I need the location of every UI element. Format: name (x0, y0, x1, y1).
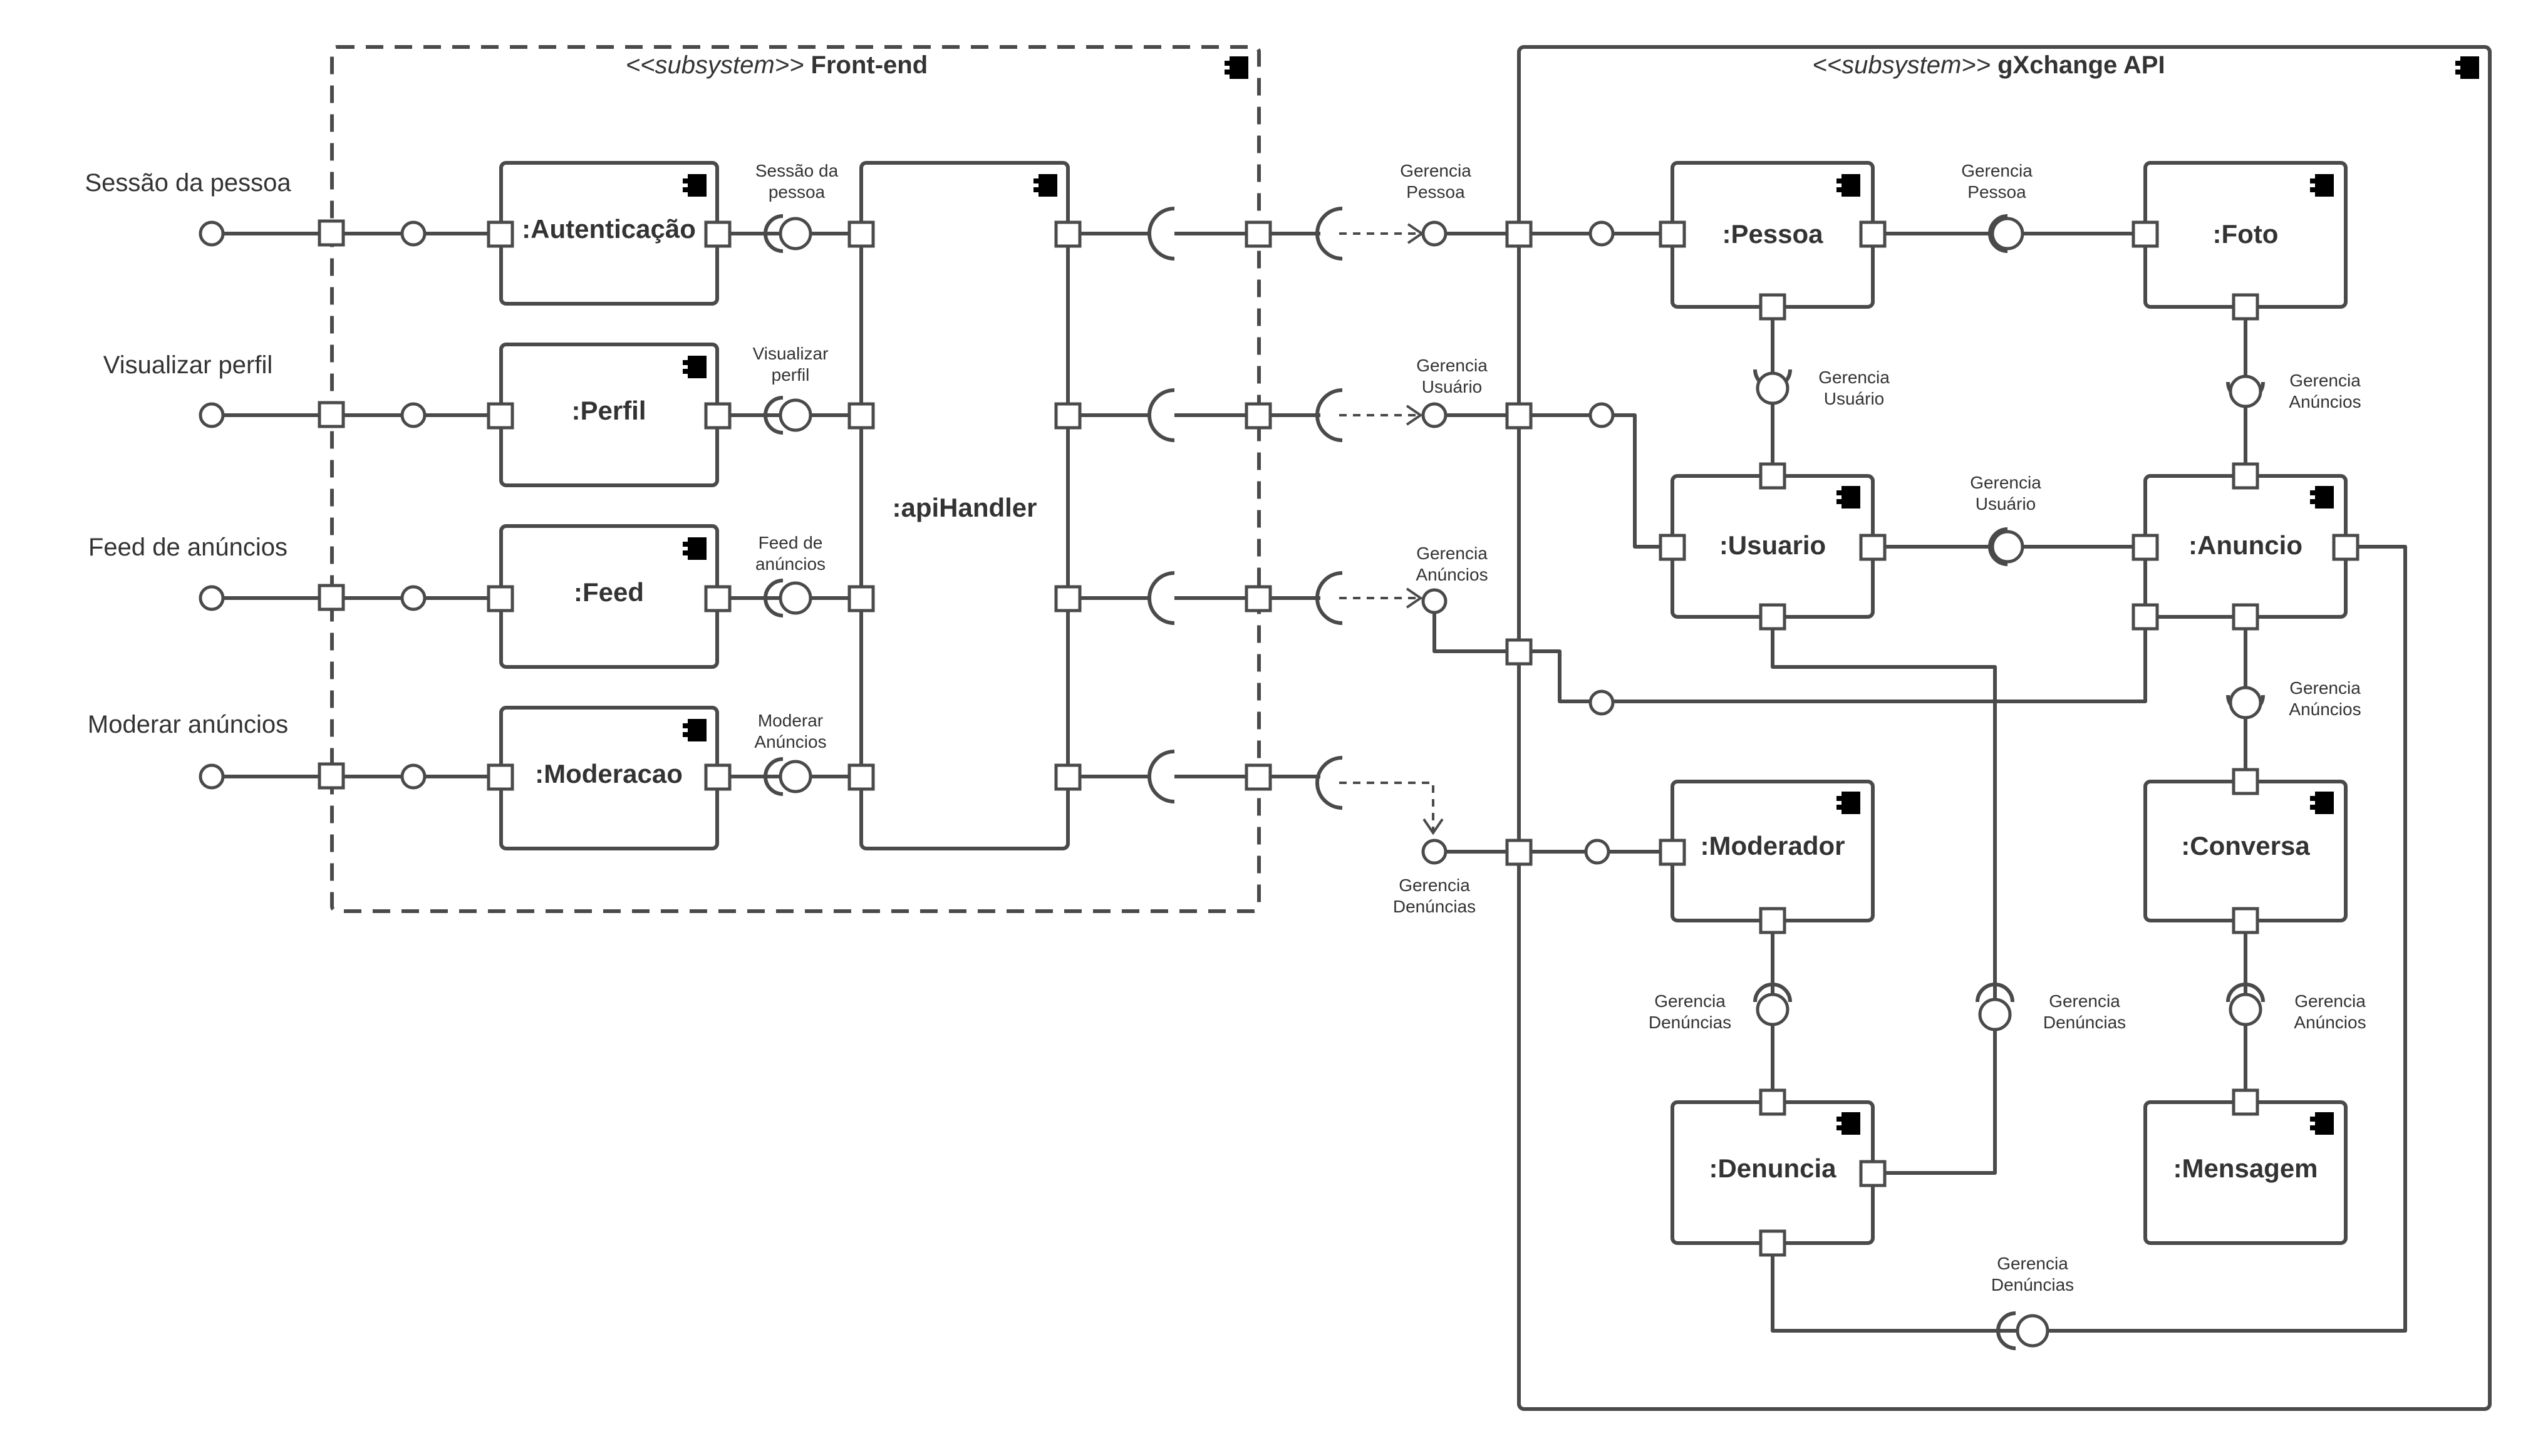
api-title: <<subsystem>> gXchange API (1812, 51, 2165, 79)
action-label-sessao: Sessão da pessoa (85, 169, 291, 197)
frontend-title: <<subsystem>> Front-end (626, 51, 928, 79)
component-name: :Autenticação (522, 214, 696, 244)
component-name: :Foto (2213, 219, 2279, 249)
component-perfil[interactable]: :Perfil (499, 343, 719, 487)
component-name: :Pessoa (1722, 219, 1823, 249)
action-label-moderar: Moderar anúncios (88, 711, 288, 738)
component-foto[interactable]: :Foto (2143, 161, 2348, 309)
component-apihandler[interactable]: :apiHandler (859, 161, 1070, 850)
component-name: :Feed (574, 577, 644, 607)
component-feed[interactable]: :Feed (499, 524, 719, 669)
component-usuario[interactable]: :Usuario (1671, 474, 1875, 619)
component-autenticacao[interactable]: :Autenticação (499, 161, 719, 306)
component-name: :Mensagem (2173, 1154, 2318, 1183)
component-anuncio[interactable]: :Anuncio (2143, 474, 2348, 619)
interface-circles (199, 217, 2262, 1348)
component-conversa[interactable]: :Conversa (2143, 780, 2348, 922)
component-name: :Denuncia (1709, 1154, 1836, 1183)
component-moderacao[interactable]: :Moderacao (499, 706, 719, 850)
component-name: :Moderador (1701, 831, 1845, 860)
component-mensagem[interactable]: :Mensagem (2143, 1100, 2348, 1245)
action-label-visualizar: Visualizar perfil (103, 351, 273, 379)
api-subsystem-frame (1517, 45, 2492, 1411)
component-name: :Anuncio (2189, 530, 2302, 560)
component-name: :Usuario (1719, 530, 1826, 560)
frontend-component-icon (1225, 56, 1248, 79)
component-moderador[interactable]: :Moderador (1671, 780, 1875, 922)
component-name: :Moderacao (535, 759, 683, 788)
component-denuncia[interactable]: :Denuncia (1671, 1100, 1875, 1245)
action-label-feed: Feed de anúncios (88, 534, 287, 561)
ports (318, 219, 2359, 1257)
component-pessoa[interactable]: :Pessoa (1671, 161, 1875, 309)
component-name: :apiHandler (892, 493, 1037, 522)
api-component-icon (2455, 56, 2479, 79)
component-name: :Conversa (2181, 831, 2310, 860)
component-name: :Perfil (571, 396, 646, 425)
